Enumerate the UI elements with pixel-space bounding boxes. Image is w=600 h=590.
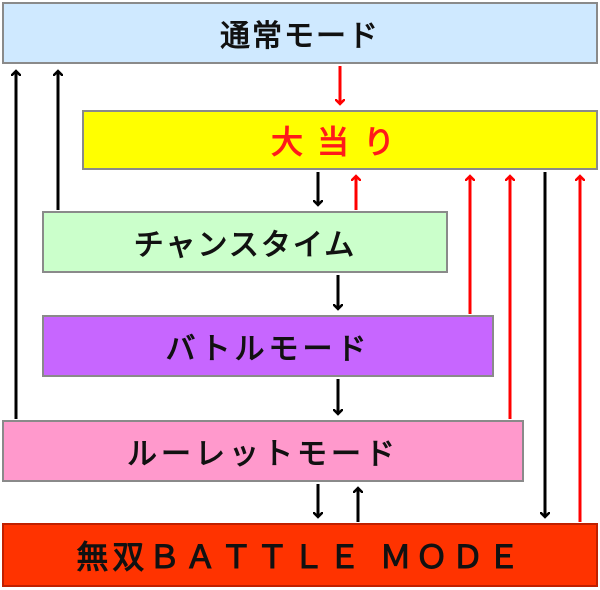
node-musou-battle-mode: 無双ＢＡＴＴＬＥ ＭＯＤＥ [2,523,598,587]
node-roulette-mode-label: ルーレットモード [127,437,399,472]
node-normal-mode-label: 通常モード [220,19,380,54]
node-chance-time: チャンスタイム [42,211,448,273]
node-battle-mode: バトルモード [42,315,494,377]
node-musou-battle-mode-label: 無双ＢＡＴＴＬＥ ＭＯＤＥ [76,538,524,576]
node-big-win-label: 大当り [270,123,409,161]
node-battle-mode-label: バトルモード [165,332,371,367]
node-roulette-mode: ルーレットモード [2,420,524,482]
node-normal-mode: 通常モード [2,2,598,64]
node-chance-time-label: チャンスタイム [133,228,357,263]
node-big-win: 大当り [82,110,598,170]
